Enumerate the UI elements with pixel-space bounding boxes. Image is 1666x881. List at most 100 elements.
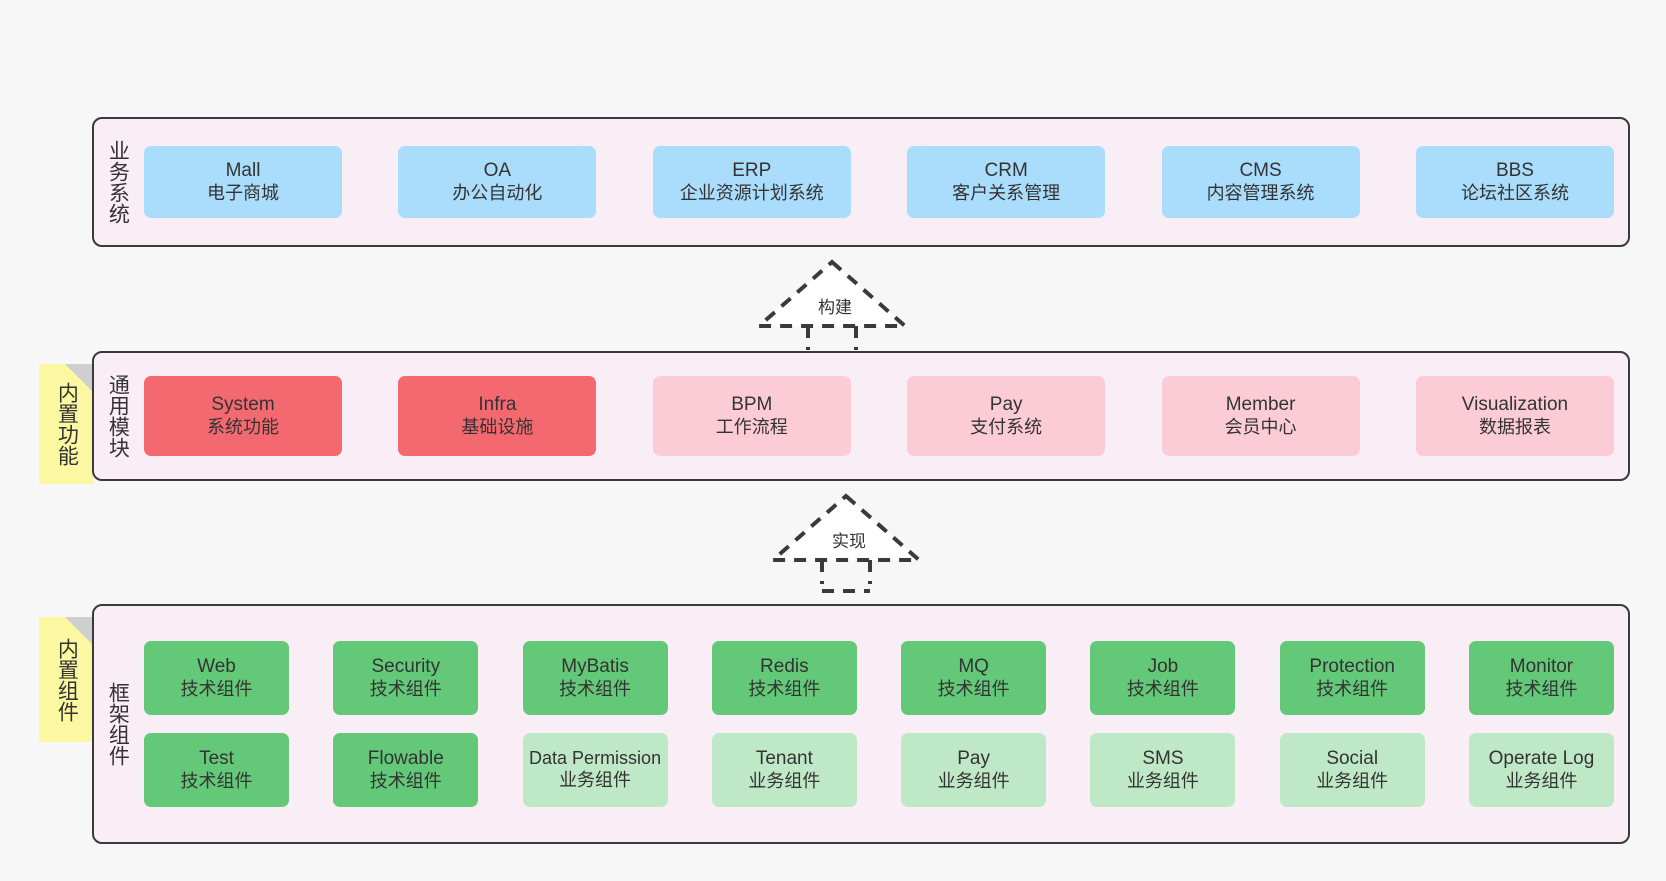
arrow-implement bbox=[767, 492, 925, 584]
card-title: Protection bbox=[1309, 656, 1395, 678]
card-subtitle: 会员中心 bbox=[1224, 416, 1297, 437]
card-subtitle: 技术组件 bbox=[937, 678, 1010, 699]
arrow-build-label: 构建 bbox=[818, 298, 852, 317]
card-title: Test bbox=[199, 748, 234, 770]
card-title: Web bbox=[197, 656, 236, 678]
card-title: Tenant bbox=[755, 748, 813, 770]
card-title: Data Permission bbox=[529, 748, 662, 769]
card-subtitle: 技术组件 bbox=[1505, 678, 1578, 699]
card-title: Visualization bbox=[1461, 394, 1569, 416]
card-title: SMS bbox=[1142, 748, 1184, 770]
arrow-build-glyph bbox=[753, 259, 911, 350]
card-subtitle: 业务组件 bbox=[559, 770, 632, 790]
card-subtitle: 技术组件 bbox=[1316, 678, 1389, 699]
card-title: MQ bbox=[958, 656, 989, 678]
card-title: BBS bbox=[1495, 160, 1534, 182]
note-builtin-components: 内置组件 bbox=[39, 617, 93, 742]
note-builtin-components-label: 内置组件 bbox=[55, 637, 79, 722]
arrow-implement-glyph bbox=[767, 493, 925, 584]
note-builtin-features: 内置功能 bbox=[39, 364, 93, 484]
card-subtitle: 电子商城 bbox=[207, 182, 279, 203]
card-title: Monitor bbox=[1509, 656, 1574, 678]
card-subtitle: 企业资源计划系统 bbox=[679, 182, 824, 203]
note-builtin-features-label: 内置功能 bbox=[55, 382, 79, 466]
card-subtitle: 业务组件 bbox=[1316, 770, 1389, 791]
card-title: Security bbox=[371, 656, 441, 678]
card-subtitle: 技术组件 bbox=[1126, 678, 1199, 699]
card-title: Pay bbox=[957, 748, 990, 770]
note-fold-corner-icon bbox=[65, 364, 93, 392]
card-title: Operate Log bbox=[1488, 748, 1595, 770]
arrow-implement-shaft-bottom bbox=[769, 584, 924, 593]
card-subtitle: 技术组件 bbox=[180, 770, 253, 791]
card-subtitle: 办公自动化 bbox=[452, 182, 543, 203]
card-subtitle: 支付系统 bbox=[970, 416, 1043, 437]
card-title: CMS bbox=[1239, 160, 1282, 182]
layer-framework-components-title: 框架组件 bbox=[106, 682, 130, 766]
card-subtitle: 内容管理系统 bbox=[1206, 182, 1315, 203]
card-subtitle: 技术组件 bbox=[559, 678, 632, 699]
card-subtitle: 技术组件 bbox=[180, 678, 253, 699]
arrow-implement-shaft-end bbox=[822, 589, 870, 593]
card-title: ERP bbox=[732, 160, 772, 182]
card-subtitle: 业务组件 bbox=[1505, 770, 1578, 791]
arrow-build bbox=[753, 258, 911, 350]
card-subtitle: 业务组件 bbox=[1126, 770, 1199, 791]
card-title: Social bbox=[1326, 748, 1379, 770]
card-title: Redis bbox=[760, 656, 809, 678]
arrow-implement-label: 实现 bbox=[832, 532, 866, 551]
card-subtitle: 业务组件 bbox=[748, 770, 821, 791]
card-title: MyBatis bbox=[561, 656, 629, 678]
card-title: Member bbox=[1225, 394, 1296, 416]
card-subtitle: 客户关系管理 bbox=[952, 182, 1061, 203]
card-subtitle: 论坛社区系统 bbox=[1460, 182, 1569, 203]
card-subtitle: 数据报表 bbox=[1478, 416, 1551, 437]
note-fold-corner-icon-2 bbox=[65, 617, 93, 645]
layer-common-modules-title: 通用模块 bbox=[106, 374, 130, 458]
card-title: BPM bbox=[731, 394, 773, 416]
card-subtitle: 基础设施 bbox=[461, 416, 534, 437]
card-title: Pay bbox=[989, 394, 1023, 416]
card-title: System bbox=[211, 394, 275, 416]
card-title: Mall bbox=[225, 160, 261, 182]
card-subtitle: 技术组件 bbox=[369, 770, 442, 791]
card-title: CRM bbox=[984, 160, 1028, 182]
